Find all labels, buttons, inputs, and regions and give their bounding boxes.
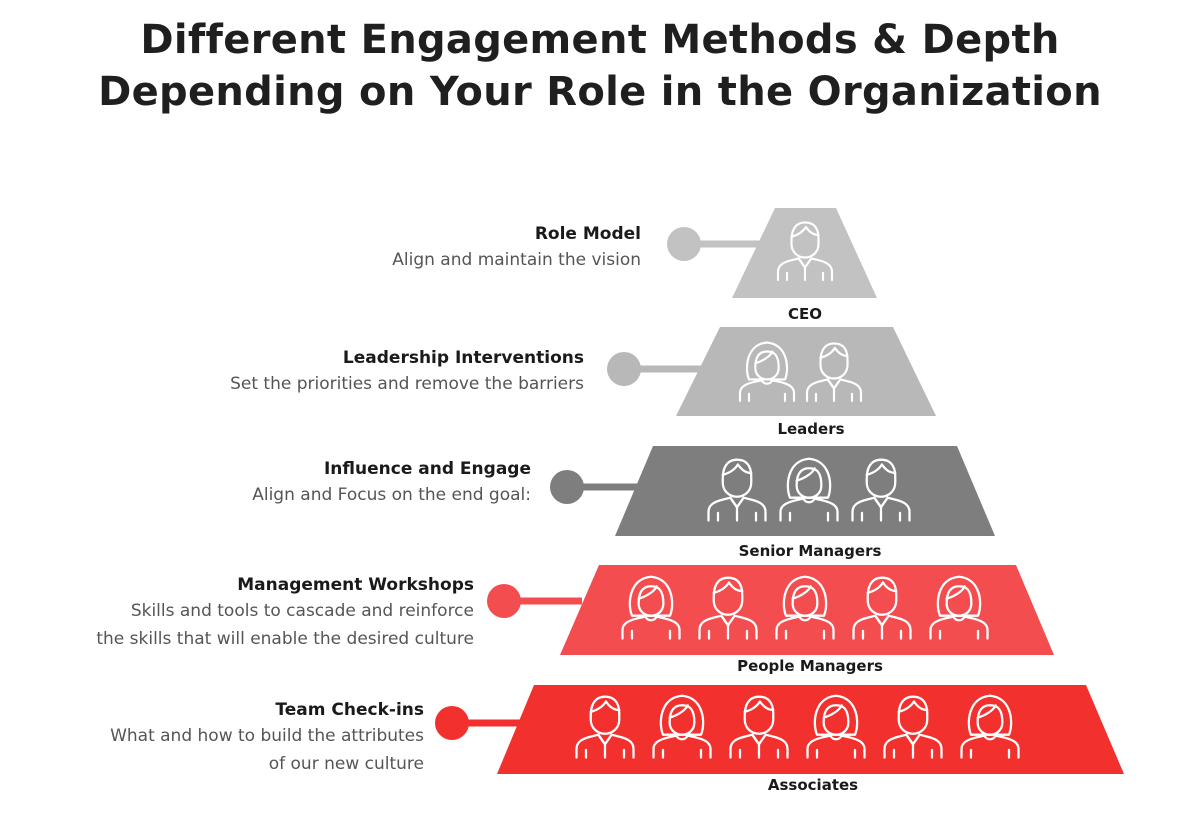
title-line-2: Depending on Your Role in the Organizati… <box>98 69 1102 115</box>
tier-label-associates: Associates <box>768 776 858 794</box>
method-description-line: What and how to build the attributes <box>110 726 424 746</box>
method-title: Team Check-ins <box>275 700 424 720</box>
connector-dot-associates <box>435 706 469 740</box>
pyramid-tier-leaders <box>676 327 936 416</box>
connector-dot-ceo <box>667 227 701 261</box>
method-description-line: of our new culture <box>268 754 424 774</box>
method-description-line: Set the priorities and remove the barrie… <box>230 374 584 394</box>
connector-dot-senior-managers <box>550 470 584 504</box>
tier-label-leaders: Leaders <box>777 420 844 438</box>
page-title: Different Engagement Methods & Depth Dep… <box>0 14 1200 118</box>
tier-label-people-managers: People Managers <box>737 657 883 675</box>
method-description-line: the skills that will enable the desired … <box>96 629 474 649</box>
title-line-1: Different Engagement Methods & Depth <box>140 17 1060 63</box>
method-description-line: Align and maintain the vision <box>392 250 641 270</box>
method-title: Leadership Interventions <box>342 348 584 368</box>
method-title: Influence and Engage <box>323 459 531 479</box>
method-title: Role Model <box>534 224 641 244</box>
method-title: Management Workshops <box>237 575 474 595</box>
tier-label-senior-managers: Senior Managers <box>739 542 882 560</box>
method-description-line: Align and Focus on the end goal: <box>252 485 531 505</box>
pyramid-tier-associates <box>497 685 1124 774</box>
connector-dot-people-managers <box>487 584 521 618</box>
method-description-line: Skills and tools to cascade and reinforc… <box>130 601 474 621</box>
tier-label-ceo: CEO <box>788 305 822 323</box>
connector-dot-leaders <box>607 352 641 386</box>
pyramid-tier-ceo <box>732 208 877 298</box>
